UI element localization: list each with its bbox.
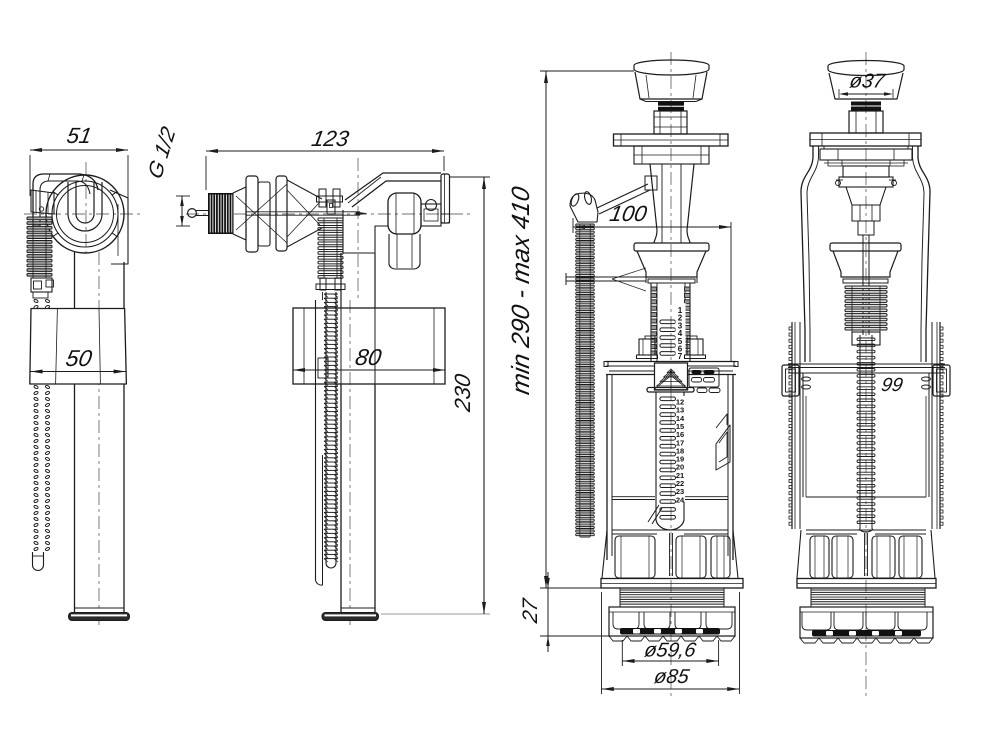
svg-text:17: 17 [676, 438, 684, 447]
svg-text:13: 13 [676, 406, 684, 415]
svg-text:ø85: ø85 [652, 666, 691, 688]
svg-text:50: 50 [64, 345, 94, 371]
svg-text:7: 7 [678, 352, 683, 361]
svg-text:99: 99 [880, 375, 905, 396]
svg-text:80: 80 [353, 344, 383, 370]
svg-text:ø37: ø37 [848, 71, 887, 93]
svg-text:6: 6 [678, 345, 683, 354]
svg-text:1: 1 [678, 306, 683, 315]
svg-text:20: 20 [676, 463, 684, 472]
svg-text:24: 24 [676, 495, 685, 504]
svg-text:23: 23 [676, 487, 684, 496]
svg-text:12: 12 [676, 398, 684, 407]
svg-text:3: 3 [678, 321, 683, 330]
svg-text:19: 19 [676, 455, 684, 464]
svg-text:21: 21 [676, 471, 684, 480]
svg-text:51: 51 [65, 123, 94, 148]
svg-text:15: 15 [676, 422, 684, 431]
svg-text:100: 100 [608, 201, 650, 226]
svg-text:22: 22 [676, 479, 684, 488]
svg-text:4: 4 [678, 329, 683, 338]
svg-text:18: 18 [676, 446, 684, 455]
svg-text:min 290 - max 410: min 290 - max 410 [507, 185, 535, 397]
svg-text:16: 16 [676, 430, 684, 439]
svg-text:14: 14 [676, 414, 685, 423]
svg-text:123: 123 [310, 126, 352, 151]
svg-text:27: 27 [519, 596, 542, 626]
svg-text:5: 5 [678, 337, 683, 346]
svg-text:ø59,6: ø59,6 [643, 640, 699, 662]
svg-text:230: 230 [450, 371, 475, 414]
svg-text:2: 2 [678, 314, 683, 323]
